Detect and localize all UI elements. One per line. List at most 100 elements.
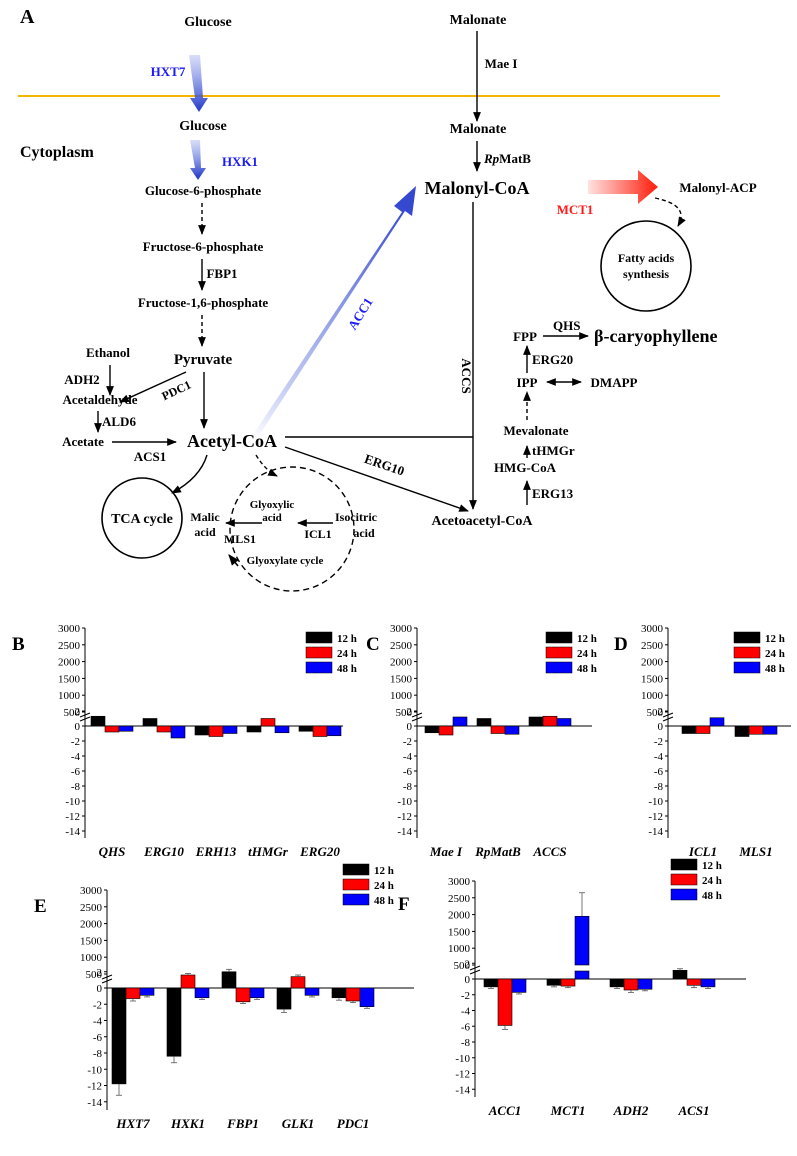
- legend: 12 h24 h48 h: [670, 858, 722, 902]
- y-tick-label: 2500: [58, 640, 81, 652]
- bar: [574, 970, 590, 980]
- bar: [125, 987, 141, 999]
- bar: [686, 978, 702, 986]
- bar: [637, 978, 653, 990]
- bar: [574, 915, 590, 966]
- bar: [194, 987, 210, 999]
- y-tick-label: 2000: [390, 657, 413, 669]
- x-category-label: Mae I: [429, 844, 463, 859]
- x-category-label: ERG20: [299, 844, 340, 859]
- enzyme-qhs: QHS: [553, 318, 580, 333]
- bar: [542, 715, 558, 727]
- enzyme-erg10: ERG10: [363, 451, 407, 479]
- axis-break-mark: [662, 712, 674, 718]
- enzyme-erg13: ERG13: [532, 486, 574, 501]
- legend-label: 48 h: [702, 890, 722, 902]
- legend-label: 48 h: [337, 663, 357, 675]
- node-fatty-acids-line2: synthesis: [623, 267, 669, 281]
- chart-panel-d: D5001000150020002500300020-2-4-6-8-10-12…: [614, 623, 791, 859]
- y-tick-label: -2: [403, 736, 412, 748]
- bar: [304, 987, 320, 996]
- x-category-label: ACS1: [677, 1103, 709, 1118]
- bar: [681, 725, 697, 734]
- y-tick-label: 2000: [80, 919, 103, 931]
- y-tick-label: 2: [75, 706, 81, 718]
- enzyme-ald6: ALD6: [102, 414, 136, 429]
- node-fpp: FPP: [513, 329, 537, 344]
- bar: [194, 725, 210, 736]
- y-tick-label: -8: [403, 781, 413, 793]
- y-tick-label: 1000: [80, 952, 103, 964]
- bar: [208, 725, 224, 737]
- bar: [180, 974, 196, 989]
- bar: [139, 987, 155, 996]
- bar: [734, 725, 750, 737]
- legend: 12 h24 h48 h: [733, 631, 785, 675]
- hxk1-arrow: [190, 140, 206, 180]
- bar: [90, 715, 106, 727]
- node-glucose-inside: Glucose: [179, 119, 226, 134]
- bar: [166, 987, 182, 1057]
- y-tick-label: 1000: [641, 690, 664, 702]
- panel-a: A Cytoplasm Glucose HXT7 Glucose HXK1 Gl…: [18, 6, 757, 592]
- enzyme-adh2: ADH2: [64, 372, 99, 387]
- y-tick-label: 1500: [58, 673, 81, 685]
- legend-label: 12 h: [702, 860, 722, 872]
- node-acetate: Acetate: [62, 434, 104, 449]
- y-tick-label: -14: [87, 1097, 102, 1109]
- acc1-arrow: [252, 186, 416, 440]
- y-tick-label: 3000: [80, 885, 103, 897]
- bar: [623, 978, 639, 991]
- y-tick-label: 2000: [58, 657, 81, 669]
- node-beta-caryophyllene: β-caryophyllene: [594, 326, 717, 346]
- bar: [497, 978, 513, 1026]
- enzyme-mct1: MCT1: [557, 202, 594, 217]
- fatty-acids-circle: [600, 220, 692, 312]
- y-tick-label: 2000: [641, 657, 664, 669]
- legend-swatch: [305, 646, 333, 659]
- y-tick-label: -8: [654, 781, 664, 793]
- bar: [511, 978, 527, 993]
- bar: [709, 717, 725, 727]
- bar: [156, 725, 172, 733]
- y-tick-label: 500: [86, 969, 103, 981]
- y-tick-label: 1500: [641, 673, 664, 685]
- axis-break-mark: [469, 965, 481, 971]
- legend-swatch: [342, 863, 370, 876]
- x-category-label: QHS: [99, 844, 126, 859]
- node-hmg-coa: HMG-CoA: [494, 460, 557, 475]
- node-fructose-1-6-phosphate: Fructose-1,6-phosphate: [138, 295, 269, 310]
- y-tick-label: -14: [648, 826, 663, 838]
- y-tick-label: -14: [397, 826, 412, 838]
- axis-break-mark: [662, 716, 674, 722]
- axis-break-mark: [101, 978, 113, 984]
- legend-swatch: [342, 893, 370, 906]
- legend-label: 12 h: [374, 865, 394, 877]
- panel-letter-f: F: [398, 894, 410, 915]
- chart-panel-f: F5001000150020002500300020-2-4-6-8-10-12…: [398, 858, 746, 1118]
- axis-break-mark: [411, 712, 423, 718]
- y-tick-label: -4: [461, 1006, 471, 1018]
- y-tick-label: -14: [65, 826, 80, 838]
- panel-letter-c: C: [366, 634, 380, 655]
- x-category-label: PDC1: [337, 1116, 370, 1131]
- y-tick-label: -12: [455, 1069, 470, 1081]
- enzyme-acc1: ACC1: [345, 295, 376, 332]
- y-tick-label: -10: [65, 796, 80, 808]
- tca-cycle-circle: [101, 477, 183, 559]
- legend-swatch: [670, 873, 698, 886]
- y-tick-label: -12: [65, 811, 80, 823]
- y-tick-label: 2: [658, 706, 664, 718]
- y-tick-label: -6: [654, 766, 664, 778]
- y-tick-label: 0: [658, 721, 664, 733]
- node-acetaldehyde: Acetaldehyde: [62, 392, 137, 407]
- y-tick-label: 0: [407, 721, 413, 733]
- mct1-arrow: [588, 170, 658, 204]
- legend-label: 24 h: [374, 880, 394, 892]
- enzyme-acs1: ACS1: [134, 449, 167, 464]
- chart-panel-c: C5001000150020002500300020-2-4-6-8-10-12…: [366, 623, 597, 859]
- legend-label: 24 h: [765, 648, 785, 660]
- bar: [490, 725, 506, 734]
